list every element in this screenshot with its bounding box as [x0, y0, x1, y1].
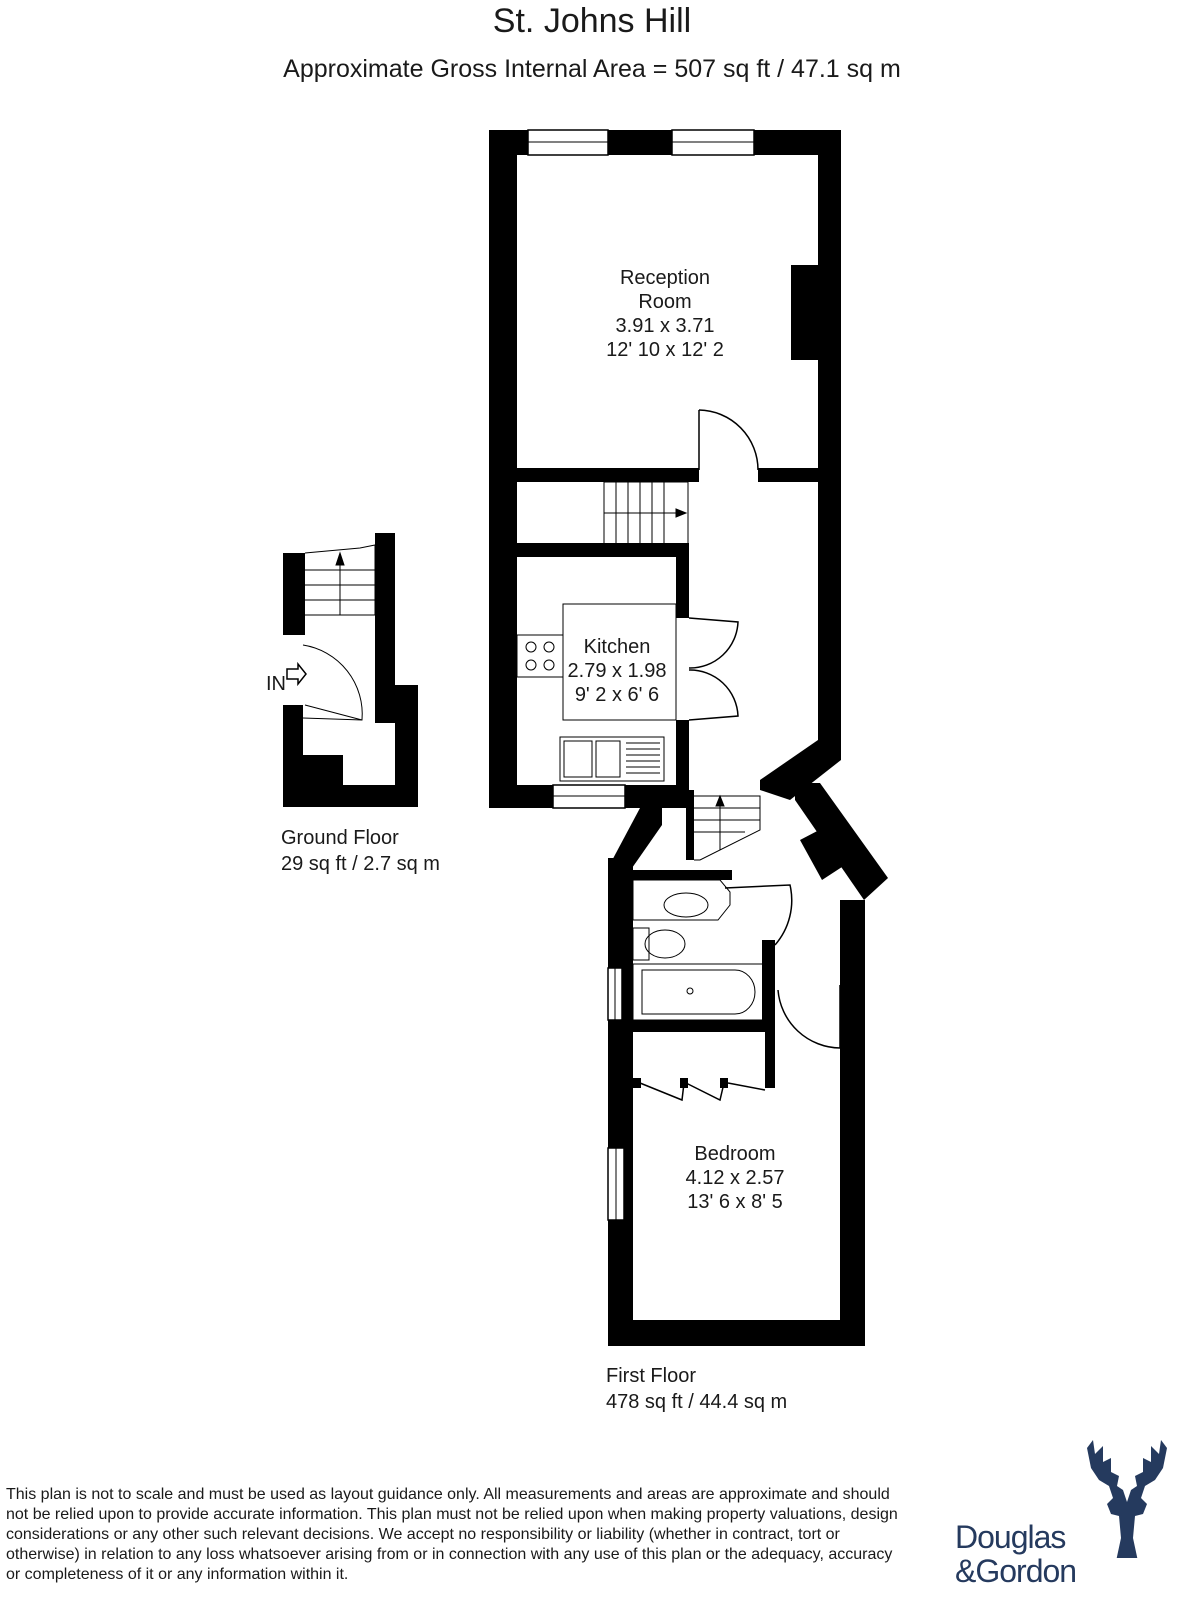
kitchen-metric: 2.79 x 1.98: [567, 660, 667, 682]
first-floor-name: First Floor: [606, 1365, 696, 1387]
ground-floor-area: 29 sq ft / 2.7 sq m: [281, 853, 440, 875]
ground-floor-walls: [283, 533, 418, 807]
bedroom-metric: 4.12 x 2.57: [685, 1167, 785, 1189]
douglas-gordon-logo: Douglas &Gordon: [955, 1440, 1180, 1598]
ground-floor-label: Ground Floor 29 sq ft / 2.7 sq m: [281, 825, 440, 877]
stairs: [603, 481, 761, 861]
kitchen-imperial: 9' 2 x 6' 6: [574, 684, 660, 706]
first-floor-label: First Floor 478 sq ft / 44.4 sq m: [606, 1363, 787, 1415]
entrance-arrow-icon: [286, 661, 307, 687]
bedroom-imperial: 13' 6 x 8' 5: [687, 1191, 783, 1213]
entrance-label: IN: [266, 673, 286, 695]
kitchen-name: Kitchen: [583, 636, 651, 658]
reception-metric: 3.91 x 3.71: [615, 315, 715, 337]
logo-line1: Douglas: [955, 1519, 1066, 1555]
logo-text: Douglas &Gordon: [955, 1519, 1077, 1589]
reception-label: Reception Room 3.91 x 3.71 12' 10 x 12' …: [585, 266, 745, 362]
bathroom-fittings: [632, 879, 764, 1021]
bedroom-label: Bedroom 4.12 x 2.57 13' 6 x 8' 5: [665, 1142, 805, 1214]
ground-stairs: [302, 544, 376, 721]
reception-name-1: Reception: [619, 267, 711, 289]
first-floor-area: 478 sq ft / 44.4 sq m: [606, 1391, 788, 1413]
logo-line2: &Gordon: [955, 1553, 1077, 1589]
ground-floor-name: Ground Floor: [281, 827, 399, 849]
disclaimer-text: This plan is not to scale and must be us…: [6, 1486, 898, 1583]
bedroom-name: Bedroom: [694, 1143, 776, 1165]
kitchen-fittings: [516, 603, 677, 782]
stag-icon: [1087, 1440, 1167, 1558]
reception-name-2: Room: [638, 291, 692, 313]
kitchen-label: Kitchen 2.79 x 1.98 9' 2 x 6' 6: [552, 635, 682, 707]
reception-imperial: 12' 10 x 12' 2: [606, 339, 724, 361]
doors: [639, 409, 841, 1102]
plan-title: St. Johns Hill: [492, 2, 692, 40]
first-floor-walls: [489, 130, 888, 1346]
gross-area: Approximate Gross Internal Area = 507 sq…: [283, 55, 901, 83]
